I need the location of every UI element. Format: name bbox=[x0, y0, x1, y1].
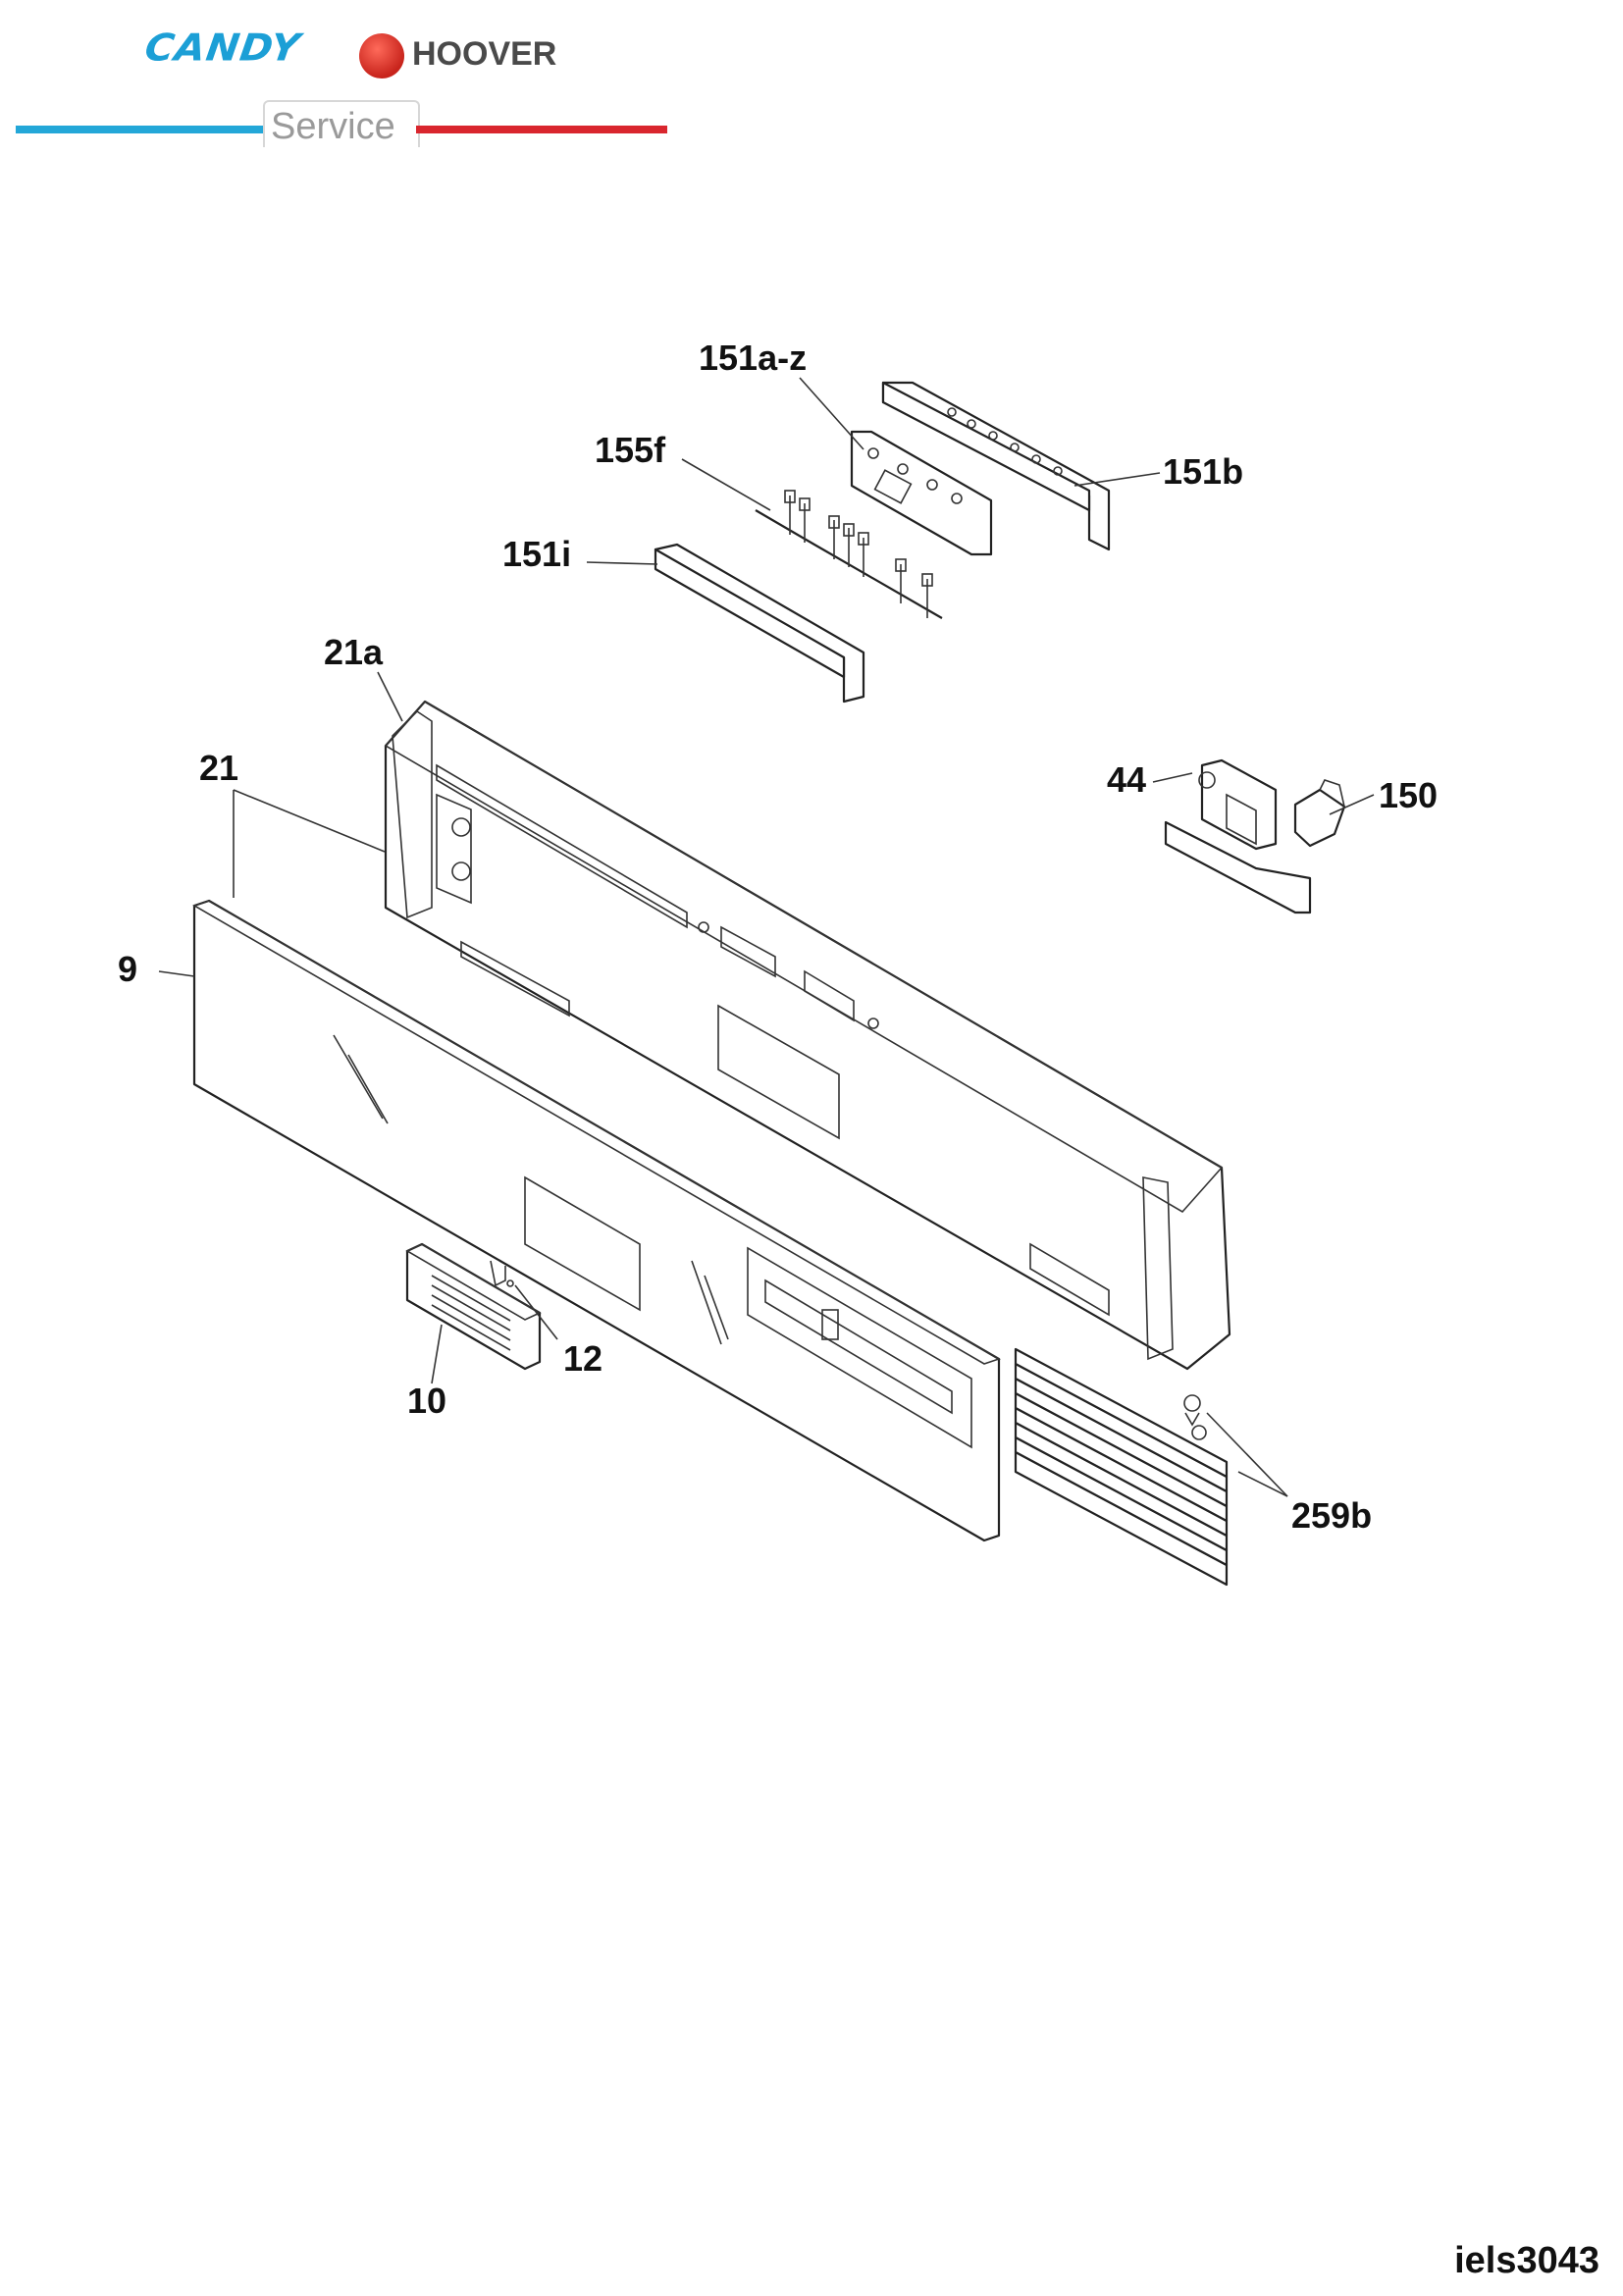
part-151a-z bbox=[850, 430, 993, 556]
part-21a bbox=[384, 700, 1231, 1371]
part-150 bbox=[1293, 779, 1346, 848]
part-9 bbox=[192, 899, 1001, 1542]
callout-10: 10 bbox=[407, 1381, 446, 1421]
callout-44: 44 bbox=[1107, 759, 1146, 800]
brand-header: CANDY HOOVER Service bbox=[0, 0, 687, 157]
callout-151i: 151i bbox=[502, 534, 571, 574]
leader-lines bbox=[158, 377, 1375, 1497]
callout-259b: 259b bbox=[1291, 1495, 1372, 1536]
callout-9: 9 bbox=[118, 949, 137, 989]
part-12 bbox=[490, 1260, 514, 1287]
service-tab bbox=[263, 100, 420, 147]
part-151b bbox=[881, 381, 1111, 551]
document-reference: iels3043 bbox=[1454, 2240, 1599, 2281]
callout-155f: 155f bbox=[595, 430, 666, 470]
callout-12: 12 bbox=[563, 1338, 602, 1379]
service-label: Service bbox=[271, 106, 395, 147]
part-44 bbox=[1164, 758, 1312, 914]
service-line-blue bbox=[16, 126, 263, 133]
hoover-badge-icon bbox=[359, 33, 404, 78]
part-155f bbox=[755, 490, 943, 619]
callout-21: 21 bbox=[199, 748, 238, 788]
callout-21a: 21a bbox=[324, 632, 384, 672]
callout-151b: 151b bbox=[1163, 451, 1243, 492]
part-151i bbox=[654, 543, 865, 704]
callout-150: 150 bbox=[1379, 775, 1438, 815]
part-10 bbox=[405, 1242, 542, 1371]
callout-151a-z: 151a-z bbox=[699, 338, 807, 378]
service-line-red bbox=[416, 126, 667, 133]
hoover-logo: HOOVER bbox=[412, 35, 557, 73]
part-259b bbox=[1014, 1347, 1229, 1587]
